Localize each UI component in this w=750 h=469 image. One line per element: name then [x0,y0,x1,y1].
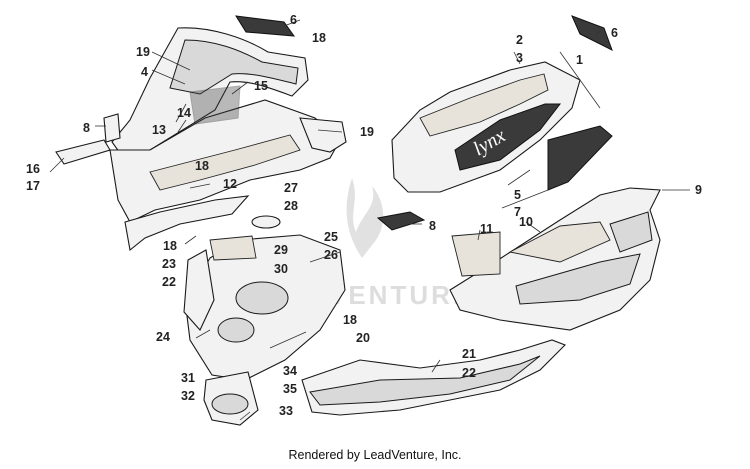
leader-lines [49,19,690,421]
callout-5: 5 [514,188,521,202]
callout-11: 11 [480,222,493,236]
side-panel-assembly: lynx [376,15,613,231]
footer-credit: Rendered by LeadVenture, Inc. [288,448,462,462]
callout-13: 13 [152,123,166,137]
callout-22b: 22 [162,275,176,289]
callout-32: 32 [181,389,195,403]
callout-27: 27 [284,181,298,195]
callout-labels: 1 2 3 4 5 6 6 7 8 8 9 10 11 12 13 14 15 … [26,13,702,418]
callout-33: 33 [279,404,293,418]
callout-15: 15 [254,79,268,93]
callout-25: 25 [324,230,338,244]
callout-24: 24 [156,330,170,344]
callout-16: 16 [26,162,40,176]
lower-console-assembly [183,215,346,426]
callout-21: 21 [462,347,476,361]
callout-18b: 18 [195,159,209,173]
callout-28: 28 [284,199,298,213]
callout-19a: 19 [136,45,150,59]
callout-30: 30 [274,262,288,276]
upper-hood-assembly [109,27,347,252]
callout-9: 9 [695,183,702,197]
callout-26: 26 [324,248,338,262]
callout-23: 23 [162,257,176,271]
side-trim-panel [55,113,121,165]
nose-pan-assembly [449,187,661,331]
callout-7: 7 [514,205,521,219]
callout-22a: 22 [462,366,476,380]
watermark-text: VENTURE [328,280,473,310]
callout-6b: 6 [611,26,618,40]
callout-1: 1 [576,53,583,67]
callout-2: 2 [516,33,523,47]
callout-17: 17 [26,179,40,193]
callout-3: 3 [516,51,523,65]
lower-bumper-assembly [301,339,566,416]
callout-12: 12 [223,177,237,191]
callout-4: 4 [141,65,148,79]
callout-18a: 18 [312,31,326,45]
callout-8b: 8 [429,219,436,233]
callout-14: 14 [177,106,191,120]
callout-8a: 8 [83,121,90,135]
callout-34: 34 [283,364,297,378]
callout-35: 35 [283,382,297,396]
callout-20: 20 [356,331,370,345]
callout-18d: 18 [343,313,357,327]
vent-grille-left [235,15,296,37]
callout-29: 29 [274,243,288,257]
leadventure-watermark: VENTURE [328,178,473,310]
callout-18c: 18 [163,239,177,253]
callout-6a: 6 [290,13,297,27]
callout-19b: 19 [360,125,374,139]
callout-10: 10 [519,215,533,229]
callout-31: 31 [181,371,195,385]
